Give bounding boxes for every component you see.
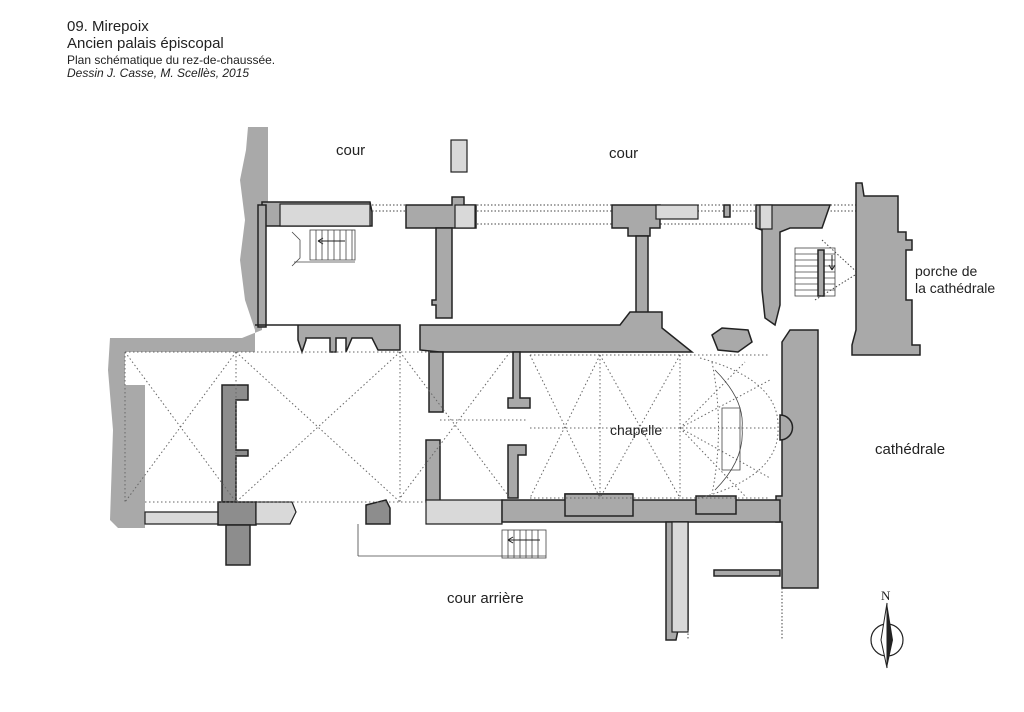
south-wall-recess bbox=[564, 493, 634, 517]
vault-ribs bbox=[124, 351, 779, 503]
chapel-west-wall-top bbox=[507, 351, 531, 409]
chapel-west-wall-bottom bbox=[507, 444, 527, 499]
south-pier-1 bbox=[217, 501, 257, 526]
isolated-pier bbox=[450, 139, 468, 173]
north-wall-pier-2-light bbox=[655, 204, 699, 220]
plan-subtitle: Plan schématique du rez-de-chaussée. bbox=[67, 52, 276, 67]
chapel-pentagon-pier bbox=[711, 327, 753, 353]
cross-wall-2 bbox=[635, 235, 649, 317]
building-name: Ancien palais épiscopal bbox=[67, 35, 224, 53]
label-cour-arriere: cour arrière bbox=[447, 590, 524, 607]
north-wall-pier-2 bbox=[611, 204, 661, 237]
hall-inner-wall-west bbox=[221, 384, 249, 503]
hall-cross-wall-a bbox=[428, 351, 444, 413]
arcade-wall bbox=[255, 324, 401, 355]
south-wall-light-3 bbox=[425, 499, 503, 525]
north-wall-pier-1-light bbox=[454, 204, 476, 229]
staircase-west bbox=[291, 229, 356, 267]
north-wall-west-light bbox=[279, 203, 371, 227]
south-wall-recess-2 bbox=[695, 495, 737, 515]
south-buttress-1 bbox=[225, 524, 251, 566]
title-block: 09. Mirepoix Ancien palais épiscopal Pla… bbox=[67, 18, 275, 81]
north-arrow-label: N bbox=[881, 588, 891, 603]
arcade-wall-main bbox=[419, 311, 695, 353]
north-wall-stub bbox=[723, 204, 731, 218]
label-cour-left: cour bbox=[336, 142, 365, 159]
cathedral-apse-bump bbox=[779, 414, 794, 441]
label-porche-line1: porche de bbox=[915, 263, 977, 279]
west-wing-wall bbox=[257, 204, 267, 328]
south-low-wall bbox=[713, 569, 781, 577]
label-chapelle: chapelle bbox=[610, 422, 662, 438]
south-pier-2 bbox=[365, 499, 391, 525]
cathedral-porch bbox=[851, 182, 921, 356]
north-arrow-icon: N bbox=[870, 588, 904, 669]
chapel-inner-outline bbox=[714, 369, 743, 491]
south-wall-light-west bbox=[144, 511, 223, 525]
label-porche-line2: la cathédrale bbox=[915, 280, 995, 296]
plan-number-title: 09. Mirepoix bbox=[67, 18, 149, 35]
label-cour-right: cour bbox=[609, 145, 638, 162]
staircase-south bbox=[357, 524, 547, 559]
north-wall-pier-3 bbox=[755, 204, 832, 327]
west-ground bbox=[108, 127, 268, 528]
label-cathedrale: cathédrale bbox=[875, 441, 945, 458]
drawing-credit: Dessin J. Casse, M. Scellès, 2015 bbox=[67, 66, 250, 81]
cross-wall-1 bbox=[431, 227, 453, 319]
staircase-east bbox=[794, 239, 861, 301]
hall-cross-wall-b bbox=[425, 439, 441, 503]
south-wall-extension-light bbox=[671, 521, 689, 633]
south-wall-light-2 bbox=[255, 501, 297, 525]
north-wall-pier-3-light bbox=[759, 204, 773, 230]
cathedral-west-wall bbox=[775, 329, 819, 589]
